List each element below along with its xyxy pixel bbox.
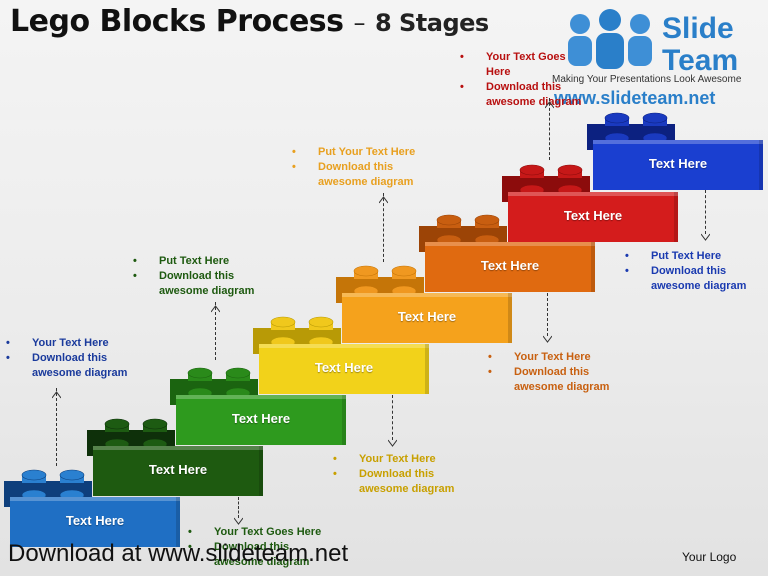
note-line: Put Text Here [625, 249, 755, 264]
stage-6-note: Your Text Here Download this awesome dia… [488, 350, 618, 395]
stage-3-note: Put Text Here Download this awesome diag… [133, 254, 263, 299]
arrow-head-icon [387, 434, 398, 447]
arrow-head-icon [544, 96, 555, 109]
note-line: Download this awesome diagram [188, 540, 328, 570]
lego-block-stage-2: Text Here [87, 408, 265, 498]
connector-arrow-7 [544, 98, 555, 160]
note-line: Put Your Text Here [292, 145, 422, 160]
stage-6-label: Text Here [480, 258, 540, 273]
connector-arrow-4 [387, 395, 398, 447]
note-line: Put Text Here [133, 254, 263, 269]
note-line: Download this awesome diagram [625, 264, 755, 294]
note-line: Download this awesome diagram [6, 351, 136, 381]
lego-block-stage-7: Text Here [502, 154, 680, 244]
stage-4-label: Text Here [314, 360, 374, 375]
stage-1-label: Text Here [65, 513, 125, 528]
lego-block-stage-1: Text Here [4, 459, 182, 549]
logo-url[interactable]: www.slideteam.net [554, 88, 716, 108]
logo-tagline: Making Your Presentations Look Awesome [552, 74, 742, 85]
note-line: Download this awesome diagram [488, 365, 618, 395]
stage-1-note: Your Text Here Download this awesome dia… [6, 336, 136, 381]
stage-2-label: Text Here [148, 462, 208, 477]
stage-4-note: Your Text Here Download this awesome dia… [333, 452, 463, 497]
title-subtitle: 8 Stages [374, 9, 489, 37]
team-people-icon [568, 9, 652, 69]
note-line: Your Text Goes Here [460, 50, 585, 80]
lego-block-stage-8: Text Here [587, 102, 765, 192]
arrow-head-icon [542, 330, 553, 343]
note-line: Download this awesome diagram [133, 269, 263, 299]
lego-block-stage-3: Text Here [170, 357, 348, 447]
logo-brand-line1: Slide [662, 12, 734, 45]
lego-block-stage-6: Text Here [419, 204, 597, 294]
arrow-head-icon [700, 228, 711, 241]
arrow-head-icon [378, 191, 389, 204]
logo-brand-line2: Team [662, 44, 739, 77]
arrow-head-icon [233, 512, 244, 525]
connector-arrow-1 [51, 388, 62, 466]
connector-arrow-8 [700, 190, 711, 241]
download-footer[interactable]: Download at www.slideteam.net [8, 540, 349, 567]
your-logo-placeholder: Your Logo [682, 550, 737, 564]
note-line: Download this awesome diagram [460, 80, 585, 110]
note-line: Download this awesome diagram [333, 467, 463, 497]
note-line: Download this awesome diagram [292, 160, 422, 190]
slideteam-logo: Slide Team Making Your Presentations Loo… [552, 6, 762, 116]
stage-7-label: Text Here [563, 208, 623, 223]
stage-5-label: Text Here [397, 309, 457, 324]
title-dash: – [353, 9, 365, 37]
note-line: Your Text Here [6, 336, 136, 351]
connector-arrow-5 [378, 193, 389, 262]
stage-8-note: Put Text Here Download this awesome diag… [625, 249, 755, 294]
lego-block-stage-5: Text Here [336, 255, 514, 345]
connector-arrow-2 [233, 497, 244, 525]
stage-3-label: Text Here [231, 411, 291, 426]
note-line: Your Text Here [488, 350, 618, 365]
slide-title: Lego Blocks Process – 8 Stages [10, 4, 489, 39]
connector-arrow-6 [542, 293, 553, 343]
arrow-head-icon [210, 300, 221, 313]
lego-block-stage-4: Text Here [253, 306, 431, 396]
stage-8-label: Text Here [648, 156, 708, 171]
arrow-head-icon [51, 386, 62, 399]
connector-arrow-3 [210, 302, 221, 360]
note-line: Your Text Goes Here [188, 525, 328, 540]
stage-7-note: Your Text Goes Here Download this awesom… [460, 50, 585, 110]
note-line: Your Text Here [333, 452, 463, 467]
stage-5-note: Put Your Text Here Download this awesome… [292, 145, 422, 190]
stage-2-note: Your Text Goes Here Download this awesom… [188, 525, 328, 570]
title-main: Lego Blocks Process [10, 4, 344, 39]
